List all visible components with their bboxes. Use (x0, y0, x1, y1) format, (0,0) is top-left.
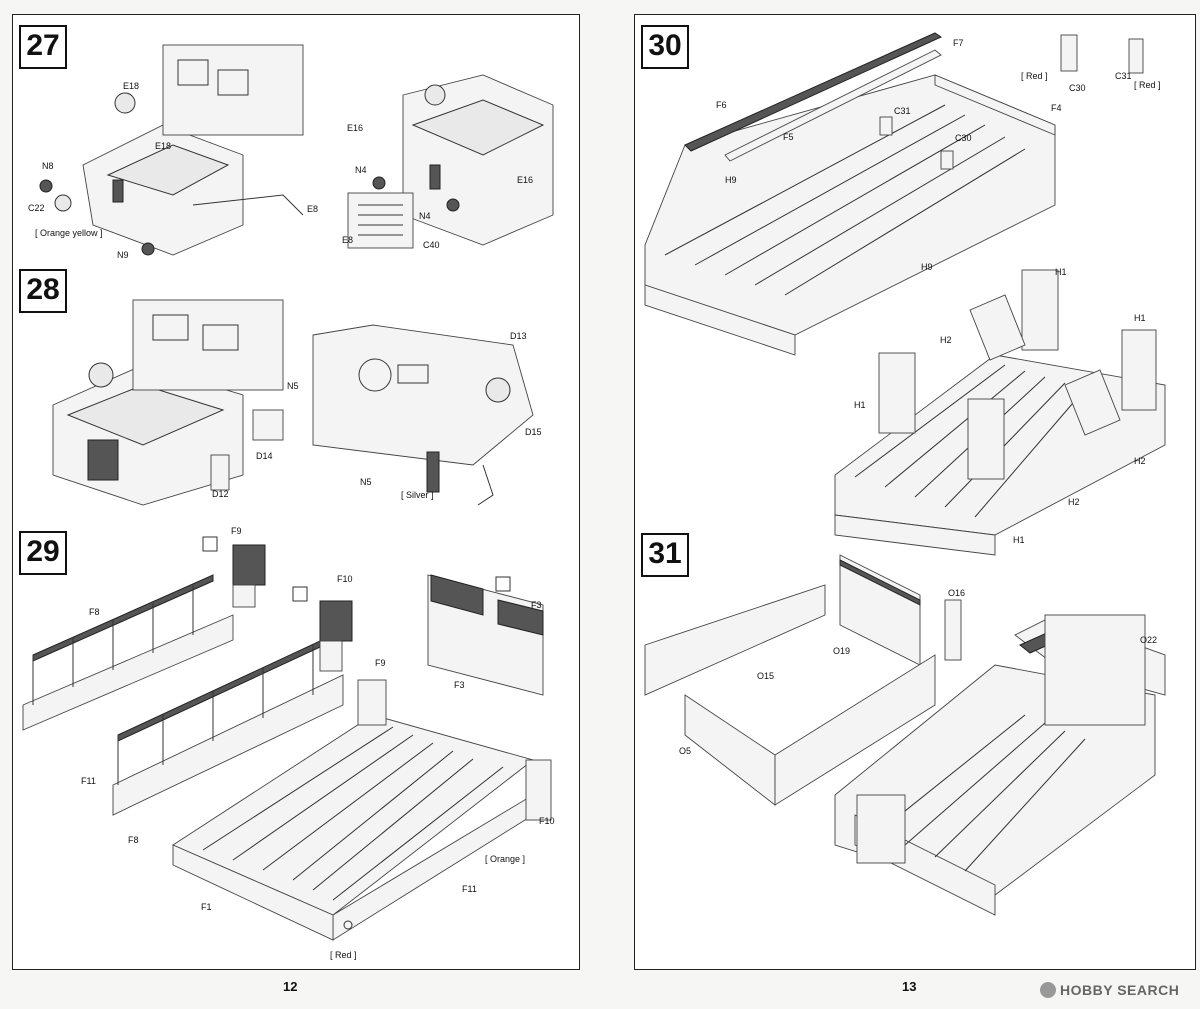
part-label: F9 (231, 526, 242, 536)
part-label: N5 (287, 381, 299, 391)
step-30-illustration-frame (644, 32, 1144, 356)
part-label: C31 (1115, 71, 1132, 81)
part-label: C22 (28, 203, 45, 213)
part-label: D12 (212, 489, 229, 499)
part-label: C30 (1069, 83, 1086, 93)
part-label: F8 (89, 607, 100, 617)
part-label: D15 (525, 427, 542, 437)
page-number-right: 13 (902, 979, 917, 994)
paint-callout: [ Silver ] (401, 490, 434, 500)
part-label: F8 (128, 835, 139, 845)
assembly-illustrations-right (644, 32, 1166, 916)
step-29-illustration-bed (172, 679, 552, 941)
part-label: F10 (539, 816, 555, 826)
watermark: HOBBY SEARCH (1040, 982, 1179, 998)
part-label: E16 (517, 175, 534, 185)
step-30-illustration-h-parts (834, 269, 1166, 556)
part-label: D14 (256, 451, 273, 461)
step-number-31: 31 (641, 533, 689, 577)
part-label: N4 (355, 165, 367, 175)
paint-callout: [ Red ] (1134, 80, 1161, 90)
part-label: H1 (854, 400, 866, 410)
part-label: H1 (1134, 313, 1146, 323)
part-label: H1 (1055, 267, 1067, 277)
part-label: H2 (940, 335, 952, 345)
part-label: C30 (955, 133, 972, 143)
step-29-illustration-rails (22, 536, 544, 816)
page-number-left: 12 (283, 979, 298, 994)
part-label: F7 (953, 38, 964, 48)
paint-callout: [ Orange ] (485, 854, 526, 864)
part-label: C31 (894, 106, 911, 116)
part-label: O22 (1140, 635, 1158, 645)
paint-callout: [ Orange yellow ] (35, 228, 103, 238)
instruction-page-right: 30 31 F7 [ Red ] C30 C31 [ Red ] F6 F5 C… (634, 14, 1196, 970)
part-label: E8 (342, 235, 354, 245)
part-label: H9 (725, 175, 737, 185)
step-31-illustration-panels (644, 554, 1166, 916)
hobby-search-logo-icon (1040, 982, 1056, 998)
part-label: F11 (81, 776, 96, 786)
part-label: D13 (510, 331, 527, 341)
part-label: F6 (716, 100, 727, 110)
part-label: F5 (783, 132, 794, 142)
step-28-illustration-a (52, 299, 284, 506)
part-label: F3 (531, 600, 542, 610)
part-label: E18 (123, 81, 140, 91)
part-label: F9 (375, 658, 386, 668)
step-27-illustration-a (39, 44, 304, 256)
part-label: F3 (454, 680, 465, 690)
part-label: E16 (347, 123, 364, 133)
part-label: H2 (1134, 456, 1146, 466)
part-label: H2 (1068, 497, 1080, 507)
watermark-text: HOBBY SEARCH (1060, 982, 1180, 998)
part-label: H9 (921, 262, 933, 272)
step-number-27: 27 (19, 25, 67, 69)
part-label: F10 (337, 574, 353, 584)
step-28-illustration-b (312, 324, 534, 506)
step-number-30: 30 (641, 25, 689, 69)
part-label: N4 (419, 211, 431, 221)
step-number-28: 28 (19, 269, 67, 313)
assembly-illustrations-left (22, 44, 554, 941)
part-label: C40 (423, 240, 440, 250)
part-label: N9 (117, 250, 129, 260)
part-label: E18 (155, 141, 172, 151)
part-label: H1 (1013, 535, 1025, 545)
part-label: O5 (679, 746, 692, 756)
part-label: F11 (462, 884, 477, 894)
part-label: O15 (757, 671, 775, 681)
part-label: N5 (360, 477, 372, 487)
part-label: O16 (948, 588, 966, 598)
part-label: O19 (833, 646, 851, 656)
paint-callout: [ Red ] (1021, 71, 1048, 81)
step-27-illustration-b (347, 74, 554, 249)
part-label: E8 (307, 204, 319, 214)
part-label: F4 (1051, 103, 1062, 113)
instruction-page-left: 27 28 29 E18 E18 N8 C22 [ Orange yellow … (12, 14, 580, 970)
part-label: F1 (201, 902, 212, 912)
paint-callout: [ Red ] (330, 950, 357, 960)
step-number-29: 29 (19, 531, 67, 575)
part-label: N8 (42, 161, 54, 171)
